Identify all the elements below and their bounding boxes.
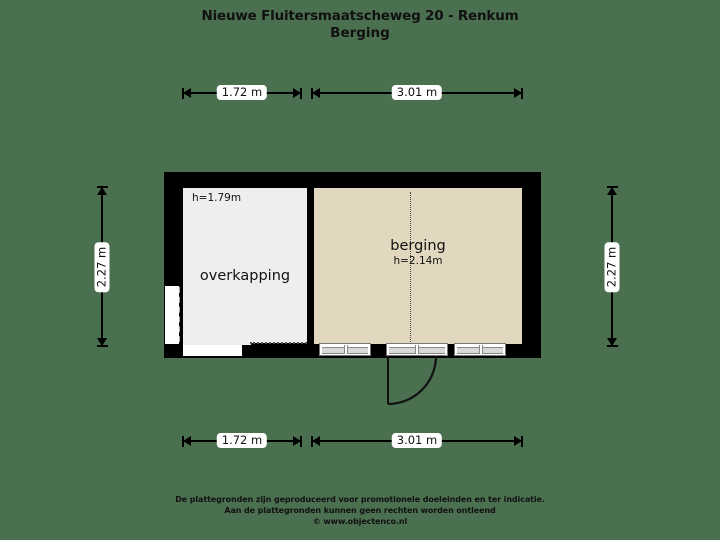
dimension-arrow-top — [607, 187, 618, 195]
dimension-top-left: 1.72 m — [182, 85, 302, 100]
open-boundary-left-wall — [178, 287, 180, 342]
dimension-right-side: 2.27 m — [604, 186, 620, 347]
window-mullion — [479, 345, 484, 354]
footer-line-3: © www.objectenco.nl — [312, 517, 408, 526]
room-height-overkapping: h=1.79m — [192, 192, 242, 204]
dimension-arrow-right — [514, 88, 522, 99]
dimension-cap-right — [521, 436, 523, 447]
room-overkapping — [183, 188, 307, 343]
dimension-label: 3.01 m — [391, 85, 443, 100]
title-address: Nieuwe Fluitersmaatscheweg 20 - Renkum — [201, 8, 519, 24]
window-mullion — [344, 345, 349, 354]
window-bottom-right — [454, 343, 506, 356]
dimension-cap-bottom — [607, 345, 618, 347]
footer-line-1: De plattegronden zijn geproduceerd voor … — [175, 495, 545, 504]
door-leaf — [387, 356, 390, 404]
dimension-arrow-bottom — [97, 338, 108, 346]
dimension-arrow-right — [293, 436, 301, 447]
dimension-arrow-left — [183, 436, 191, 447]
room-name-berging: berging — [390, 238, 446, 254]
room-overkapping-extension — [183, 332, 251, 345]
title-subtitle: Berging — [330, 25, 390, 41]
dimension-left-side: 2.27 m — [94, 186, 110, 347]
dimension-cap-bottom — [97, 345, 108, 347]
room-label-berging: berging h=2.14m — [314, 237, 522, 268]
dimension-cap-right — [521, 88, 523, 99]
dimension-arrow-bottom — [607, 338, 618, 346]
window-bottom-left — [319, 343, 371, 356]
door-panel — [386, 343, 448, 356]
dimension-arrow-right — [514, 436, 522, 447]
opening-left-wall — [165, 286, 179, 344]
floorplan-drawing: overkapping h=1.79m berging h=2.14m — [164, 172, 541, 406]
roof-ridge-line — [410, 192, 411, 342]
open-boundary-overkapping — [250, 342, 307, 344]
room-berging — [314, 188, 522, 344]
dimension-top-right: 3.01 m — [311, 85, 523, 100]
dimension-arrow-left — [312, 436, 320, 447]
dimension-bottom-left: 1.72 m — [182, 433, 302, 448]
dimension-arrow-left — [312, 88, 320, 99]
dimension-label: 2.27 m — [94, 241, 110, 292]
dimension-label: 1.72 m — [216, 433, 268, 448]
dimension-label: 2.27 m — [604, 241, 620, 292]
room-height-berging: h=2.14m — [393, 255, 443, 267]
footer-line-2: Aan de plattegronden kunnen geen rechten… — [224, 506, 496, 515]
opening-bottom-wall-overkapping — [183, 345, 242, 356]
dimension-bottom-right: 3.01 m — [311, 433, 523, 448]
room-name-overkapping: overkapping — [199, 268, 291, 284]
footer-disclaimer: De plattegronden zijn geproduceerd voor … — [0, 494, 720, 527]
dimension-label: 1.72 m — [216, 85, 268, 100]
dimension-arrow-left — [183, 88, 191, 99]
room-label-overkapping: overkapping — [183, 267, 307, 285]
dimension-label: 3.01 m — [391, 433, 443, 448]
door-swing-arc — [387, 356, 438, 406]
dimension-cap-right — [300, 436, 302, 447]
page-title: Nieuwe Fluitersmaatscheweg 20 - Renkum B… — [0, 8, 720, 42]
dimension-cap-right — [300, 88, 302, 99]
dimension-arrow-right — [293, 88, 301, 99]
dimension-arrow-top — [97, 187, 108, 195]
door-mullion — [415, 345, 420, 354]
